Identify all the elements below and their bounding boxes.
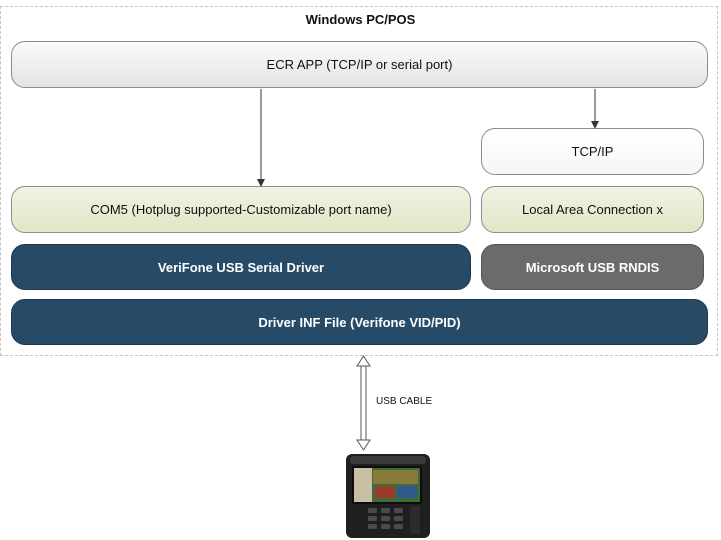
microsoft-usb-rndis-box: Microsoft USB RNDIS — [481, 244, 704, 290]
verifone-usb-serial-driver-box: VeriFone USB Serial Driver — [11, 244, 471, 290]
driver-inf-file-box: Driver INF File (Verifone VID/PID) — [11, 299, 708, 345]
usb-cable-label: USB CABLE — [376, 396, 433, 407]
payment-terminal-image — [346, 454, 430, 538]
tcp-ip-box: TCP/IP — [481, 128, 704, 175]
ecr-app-box: ECR APP (TCP/IP or serial port) — [11, 41, 708, 88]
local-area-connection-box: Local Area Connection x — [481, 186, 704, 233]
diagram-title: Windows PC/POS — [305, 12, 416, 27]
com5-box: COM5 (Hotplug supported-Customizable por… — [11, 186, 471, 233]
usb-cable-double-arrow — [356, 355, 371, 451]
